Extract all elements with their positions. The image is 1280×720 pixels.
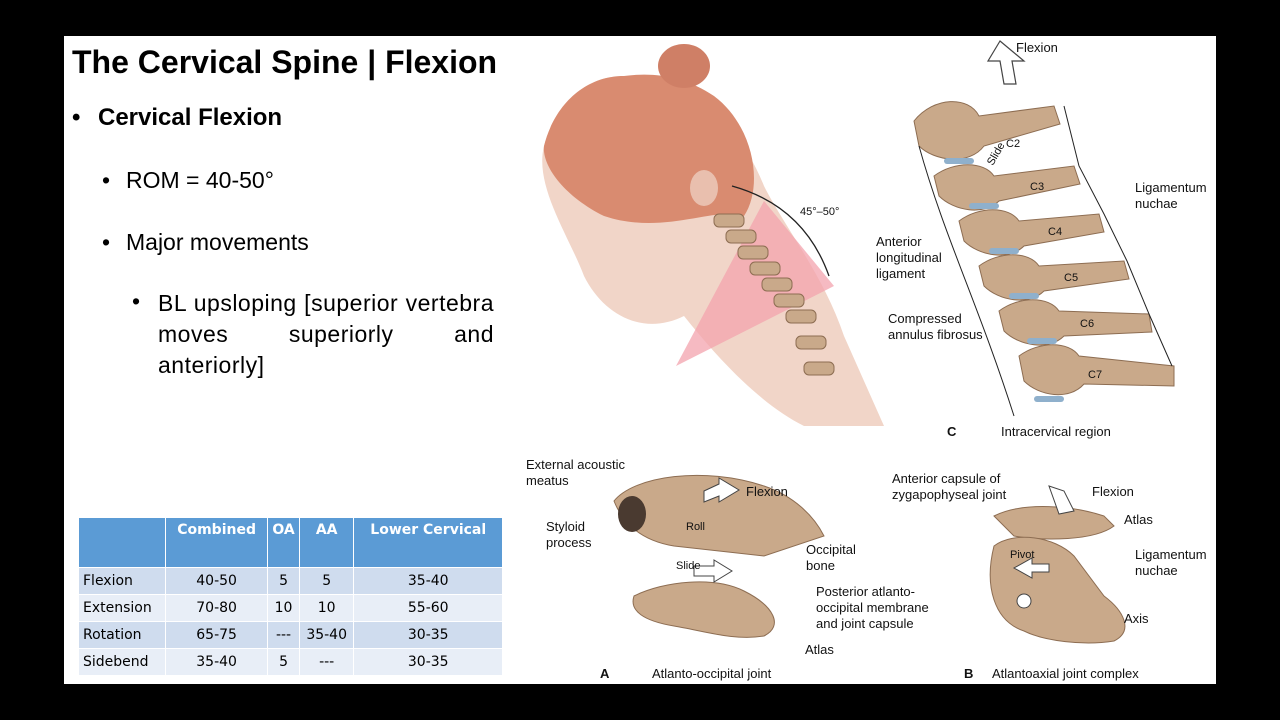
slide: The Cervical Spine | Flexion • Cervical …: [64, 36, 1216, 684]
panel-c-letter: C: [947, 424, 957, 439]
a-roll-label: Roll: [686, 521, 705, 533]
table-cell: 5: [299, 567, 355, 595]
table-cell: 40-50: [165, 567, 269, 595]
external-acoustic-meatus-label: External acoustic meatus: [526, 457, 625, 488]
panel-b-joint: [989, 485, 1126, 644]
panel-a-joint: [613, 474, 825, 638]
vertebra-label-c4: C4: [1048, 226, 1063, 238]
b-pivot-label: Pivot: [1010, 549, 1035, 561]
b-atlas-label: Atlas: [1124, 512, 1153, 527]
table-cell: 65-75: [165, 621, 269, 649]
c-flexion-label: Flexion: [1016, 40, 1058, 55]
anterior-capsule-label: Anterior capsule of zygapophyseal joint: [892, 471, 1007, 502]
table-row: Rotation 65-75 --- 35-40 30-35: [79, 621, 503, 649]
vertebra-label-c3: C3: [1030, 181, 1045, 193]
table-header-cell: OA: [267, 518, 300, 568]
bullet-dot: •: [102, 167, 111, 193]
table-cell: 70-80: [165, 594, 269, 622]
table-row: Sidebend 35-40 5 --- 30-35: [79, 648, 503, 675]
anatomy-illustration: [542, 40, 1175, 644]
table-cell: ---: [299, 648, 355, 675]
table-header-cell: [79, 518, 166, 568]
table-cell: Sidebend: [79, 648, 166, 675]
posterior-membrane-label: Posterior atlanto-occipital membrane and…: [816, 584, 929, 631]
occipital-bone-label: Occipital bone: [806, 542, 856, 573]
panel-c-caption: Intracervical region: [1001, 424, 1111, 439]
bullet-cervical-flexion: • Cervical Flexion: [72, 104, 282, 132]
bullet-text: Major movements: [126, 229, 309, 255]
table-cell: 5: [267, 648, 300, 675]
table-cell: 10: [267, 594, 300, 622]
compressed-annulus-label: Compressed annulus fibrosus: [888, 311, 983, 342]
b-axis-label: Axis: [1124, 611, 1149, 626]
a-flexion-label: Flexion: [746, 484, 788, 499]
vertebra-label-c2: C2: [1006, 138, 1021, 150]
bullet-rom: • ROM = 40-50°: [102, 167, 274, 194]
table-cell: 5: [267, 567, 300, 595]
table-cell: 35-40: [165, 648, 269, 675]
a-slide-label: Slide: [676, 560, 701, 572]
panel-a-letter: A: [600, 666, 610, 681]
slide-title: The Cervical Spine | Flexion: [72, 44, 498, 80]
a-atlas-label: Atlas: [805, 642, 834, 657]
table-row: Extension 70-80 10 10 55-60: [79, 594, 503, 622]
table-cell: ---: [267, 621, 300, 649]
b-flexion-label: Flexion: [1092, 484, 1134, 499]
table-cell: 10: [299, 594, 355, 622]
table-header-cell: AA: [299, 518, 355, 568]
table-cell: 35-40: [353, 567, 503, 595]
table-cell: 30-35: [353, 648, 503, 675]
panel-a-caption: Atlanto-occipital joint: [652, 666, 772, 681]
bullet-major-movements: • Major movements: [102, 229, 309, 256]
table-cell: Flexion: [79, 567, 166, 595]
bullet-text: BL upsloping [superior vertebra moves su…: [158, 290, 494, 378]
c-ligamentum-nuchae-label: Ligamentum nuchae: [1135, 180, 1207, 211]
table-cell: Rotation: [79, 621, 166, 649]
head-figure: [542, 44, 884, 426]
bullet-dot: •: [132, 288, 141, 314]
vertebra-label-c7: C7: [1088, 369, 1103, 381]
bullet-text: ROM = 40-50°: [126, 167, 274, 193]
table-header-cell: Combined: [165, 518, 269, 568]
panel-b-letter: B: [964, 666, 974, 681]
table-cell: 30-35: [353, 621, 503, 649]
table-cell: Extension: [79, 594, 166, 622]
table-row: Flexion 40-50 5 5 35-40: [79, 567, 503, 595]
b-ligamentum-nuchae-label: Ligamentum nuchae: [1135, 547, 1207, 578]
bullet-text: Cervical Flexion: [98, 104, 283, 131]
anterior-longitudinal-ligament-label: Anterior longitudinal ligament: [876, 234, 942, 281]
panel-c-spine: [913, 40, 1175, 417]
styloid-process-label: Styloid process: [546, 519, 592, 550]
table-cell: 55-60: [353, 594, 503, 622]
table-header-row: Combined OA AA Lower Cervical: [79, 518, 503, 568]
vertebra-label-c6: C6: [1080, 318, 1095, 330]
rom-table: Combined OA AA Lower Cervical Flexion 40…: [79, 518, 503, 675]
angle-label: 45°–50°: [800, 206, 840, 218]
table-cell: 35-40: [299, 621, 355, 649]
panel-b-caption: Atlantoaxial joint complex: [992, 666, 1139, 681]
bullet-dot: •: [72, 104, 81, 131]
table-header-cell: Lower Cervical: [353, 518, 503, 568]
bullet-bl-upsloping: • BL upsloping [superior vertebra moves …: [132, 288, 494, 381]
bullet-dot: •: [102, 229, 111, 255]
vertebra-label-c5: C5: [1064, 272, 1079, 284]
